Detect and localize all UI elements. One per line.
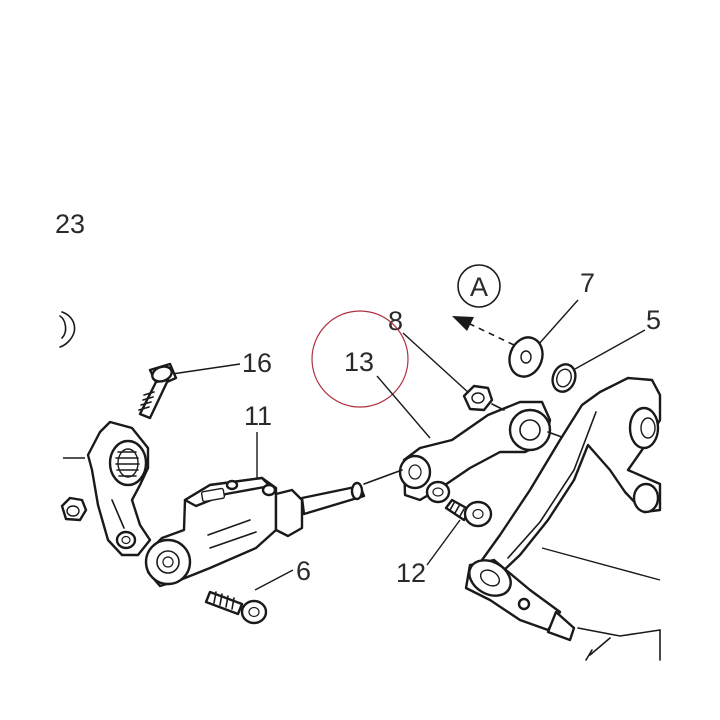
callout-7: 7 bbox=[580, 268, 595, 298]
callout-16: 16 bbox=[242, 348, 272, 378]
callout-a: A bbox=[470, 272, 488, 302]
bolt-16 bbox=[138, 362, 178, 420]
callout-12: 12 bbox=[396, 558, 426, 588]
small-nut-left bbox=[60, 496, 88, 522]
part-23-edge bbox=[59, 311, 76, 348]
callout-6: 6 bbox=[296, 556, 311, 586]
highlight-circle-13 bbox=[311, 310, 409, 408]
footrest-bracket bbox=[464, 376, 662, 661]
leader-lines bbox=[63, 299, 661, 591]
direction-arrow bbox=[452, 316, 515, 346]
washer-5 bbox=[551, 363, 577, 393]
link-arm-13 bbox=[363, 400, 571, 504]
left-lever bbox=[86, 420, 152, 557]
callout-23: 23 bbox=[55, 209, 85, 239]
callout-13: 13 bbox=[344, 347, 374, 377]
master-cylinder-11 bbox=[144, 476, 366, 588]
washer-7 bbox=[508, 336, 544, 378]
callout-5: 5 bbox=[646, 305, 661, 335]
view-a-circle bbox=[457, 264, 501, 308]
bolt-6 bbox=[204, 590, 268, 625]
bolt-12 bbox=[444, 498, 493, 528]
callout-11: 11 bbox=[244, 401, 272, 431]
callout-8: 8 bbox=[388, 306, 403, 336]
nut-8 bbox=[462, 384, 505, 412]
